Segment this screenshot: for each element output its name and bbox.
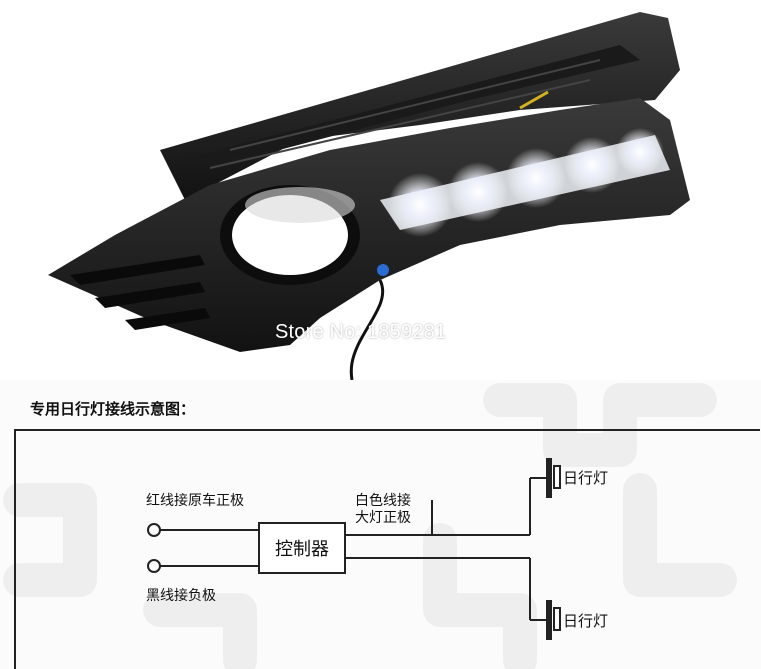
black-wire-terminal: [147, 559, 161, 573]
white-wire-label-line2: 大灯正极: [355, 510, 411, 526]
background-pattern: [3, 383, 737, 669]
white-wire-label: 白色线接 大灯正极: [355, 493, 411, 527]
lamp-bar-bottom: [546, 600, 552, 640]
controller-label: 控制器: [275, 539, 329, 560]
store-watermark: Store No: 1859281: [275, 321, 447, 343]
red-wire-label: 红线接原车正极: [146, 493, 244, 509]
diagram-title: 专用日行灯接线示意图：: [30, 400, 196, 418]
black-wire-label: 黑线接负极: [146, 588, 216, 604]
drl-lamp-illustration: [48, 12, 690, 380]
diagram-frame: [14, 429, 760, 669]
product-photo: Store No: 1859281: [48, 12, 690, 380]
controller-box: 控制器: [258, 522, 346, 574]
lamp-top-label: 日行灯: [563, 469, 609, 487]
white-wire-label-line1: 白色线接: [355, 493, 411, 509]
lamp-bottom-label: 日行灯: [563, 612, 609, 630]
lamp-bar-top: [546, 458, 552, 498]
wiring-diagram-panel: [0, 380, 761, 669]
red-wire-terminal: [147, 523, 161, 537]
